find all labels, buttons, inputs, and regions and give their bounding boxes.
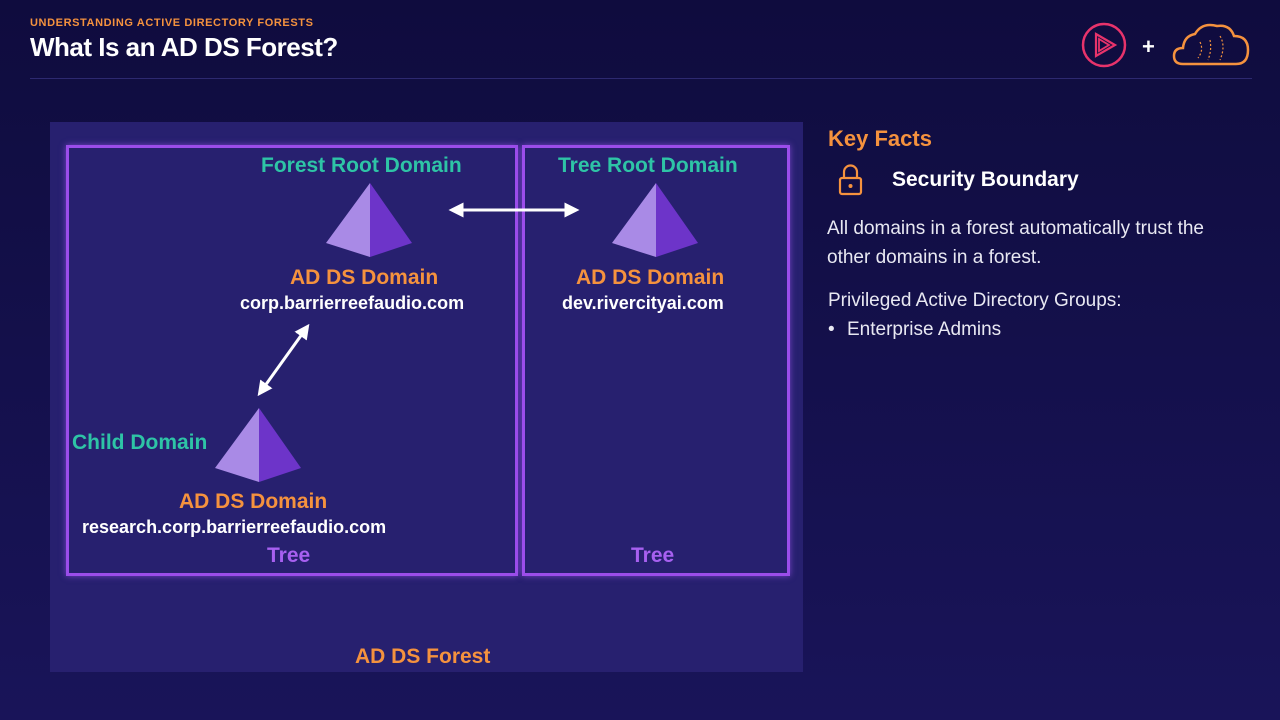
- forest-label: AD DS Forest: [355, 645, 491, 668]
- forest-root-domain-name: corp.barrierreefaudio.com: [240, 293, 465, 313]
- list-item: • Enterprise Admins: [828, 319, 1001, 341]
- bullet-dot: •: [828, 319, 835, 340]
- child-domain-type: AD DS Domain: [179, 490, 328, 513]
- tree-root-domain-label: Tree Root Domain: [558, 154, 738, 177]
- forest-root-domain-label: Forest Root Domain: [261, 154, 462, 177]
- right-tree-label: Tree: [631, 544, 675, 567]
- key-facts-title: Key Facts: [828, 126, 932, 151]
- forest-root-pyramid-icon: [326, 183, 412, 257]
- parent-child-trust-double-arrow-icon: [257, 323, 310, 397]
- tree-root-domain-type: AD DS Domain: [576, 266, 725, 289]
- left-tree-label: Tree: [267, 544, 311, 567]
- right-tree-box: [522, 145, 790, 576]
- forest-panel: [50, 122, 803, 672]
- pluralsight-logo-icon: [1081, 22, 1127, 68]
- forest-root-domain-type: AD DS Domain: [290, 266, 439, 289]
- header-divider: [30, 78, 1252, 79]
- partner-logos: [1081, 22, 1250, 68]
- security-boundary-label: Security Boundary: [892, 168, 1079, 191]
- group-name: Enterprise Admins: [847, 319, 1002, 340]
- trust-description: All domains in a forest automatically tr…: [827, 218, 1205, 268]
- section-eyebrow: UNDERSTANDING ACTIVE DIRECTORY FORESTS: [30, 17, 314, 29]
- tree-root-domain-name: dev.rivercityai.com: [562, 293, 724, 313]
- left-tree-box: [66, 145, 518, 576]
- privileged-groups-list: • Enterprise Admins: [828, 319, 1001, 341]
- tree-root-pyramid-icon: [612, 183, 698, 257]
- plus-sign: +: [1142, 34, 1155, 59]
- child-domain-name: research.corp.barrierreefaudio.com: [82, 517, 387, 537]
- privileged-groups-label: Privileged Active Directory Groups:: [828, 290, 1122, 311]
- child-domain-label: Child Domain: [72, 431, 208, 454]
- cloud-logo-icon: [1172, 23, 1250, 66]
- lock-icon: [838, 164, 863, 196]
- page-title: What Is an AD DS Forest?: [30, 32, 338, 62]
- child-pyramid-icon: [215, 408, 301, 482]
